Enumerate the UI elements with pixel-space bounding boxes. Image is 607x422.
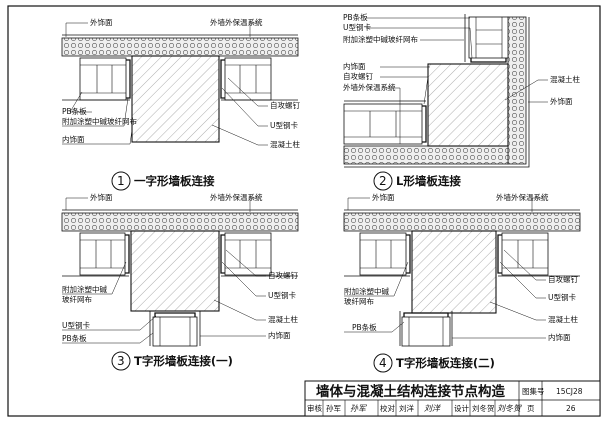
pb-panel-bottom <box>401 316 451 347</box>
pb-panel-right <box>224 232 272 276</box>
diagram-caption: 一字形墙板连接 <box>134 174 215 188</box>
label-exterior-finish: 外饰面 <box>90 17 113 27</box>
label-pb-panel: PB条板 <box>343 12 368 22</box>
diagram-number: 4 <box>379 356 387 370</box>
label-mesh: 附加涂塑中碱玻纤网布 <box>343 34 418 44</box>
label-pb-panel: PB条板 <box>352 322 377 332</box>
review-label: 审核 <box>307 403 322 413</box>
pb-panel-upper <box>468 16 509 59</box>
label-insulation-system: 外墙外保温系统 <box>210 192 263 202</box>
pb-panel-left <box>79 57 127 101</box>
label-interior-finish: 内饰面 <box>268 330 291 340</box>
page-label: 页 <box>527 404 535 413</box>
checker-name: 刘洋 <box>399 403 414 413</box>
insulation-layer <box>61 212 299 232</box>
concrete-column <box>131 55 220 143</box>
diagram-number-circle <box>373 171 393 191</box>
pb-panel-right <box>501 232 549 276</box>
label-mesh-line1: 附加涂塑中碱 <box>62 284 107 294</box>
label-exterior-finish: 外饰面 <box>90 192 113 202</box>
title-block: 墙体与混凝土结构连接节点构造 图集号 15CJ28 页 26 审核 孙军 孙军 … <box>304 380 601 417</box>
diagram-number: 3 <box>117 354 125 368</box>
label-exterior-finish: 外饰面 <box>372 192 395 202</box>
concrete-column <box>427 63 509 147</box>
label-interior-finish: 内饰面 <box>343 61 366 71</box>
label-column: 混凝土柱 <box>270 139 300 149</box>
label-interior-finish: 内饰面 <box>62 134 85 144</box>
label-screw: 自攻螺钉 <box>270 100 300 110</box>
label-pb-panel: PB条板 <box>62 333 87 343</box>
design-label: 设计 <box>454 403 469 413</box>
label-u-clip: U型钢卡 <box>268 290 296 300</box>
label-u-clip: U型钢卡 <box>270 120 298 130</box>
reviewer-signature: 孙军 <box>350 404 368 413</box>
label-column: 混凝土柱 <box>550 74 580 84</box>
title-text: 墙体与混凝土结构连接节点构造 <box>316 383 505 400</box>
concrete-column <box>411 230 497 314</box>
check-label: 校对 <box>380 403 395 413</box>
diagram-4: 外饰面 外墙外保温系统 附加涂塑中碱 玻纤网布 PB条板 自攻螺钉 U型钢卡 混… <box>343 192 581 373</box>
label-u-clip: U型钢卡 <box>548 292 576 302</box>
pb-panel-left <box>343 103 423 145</box>
insulation-vertical <box>507 16 527 165</box>
label-insulation-system: 外墙外保温系统 <box>343 82 396 92</box>
insulation-horizontal <box>343 145 509 165</box>
page-number: 26 <box>566 404 576 413</box>
diagram-2: PB条板 U型钢卡 附加涂塑中碱玻纤网布 内饰面 自攻螺钉 外墙外保温系统 混凝… <box>343 12 580 191</box>
pb-panel-right <box>224 57 272 101</box>
designer-name: 刘冬贺 <box>472 403 495 413</box>
diagram-caption: T字形墙板连接(二) <box>396 356 495 370</box>
label-mesh-line2: 玻纤网布 <box>344 296 374 306</box>
designer-signature: 刘冬贺 <box>497 404 522 413</box>
label-screw: 自攻螺钉 <box>343 71 373 81</box>
checker-signature: 刘洋 <box>424 404 441 413</box>
diagram-number: 1 <box>117 174 125 188</box>
label-mesh: 附加涂塑中碱玻纤网布 <box>62 116 137 126</box>
pb-panel-bottom <box>152 316 198 347</box>
diagram-number-circle <box>111 171 131 191</box>
label-u-clip: U型钢卡 <box>343 22 371 32</box>
pb-panel-left <box>79 232 126 276</box>
label-screw: 自攻螺钉 <box>548 274 578 284</box>
label-column: 混凝土柱 <box>548 314 578 324</box>
diagram-number: 2 <box>379 174 387 188</box>
label-mesh-line2: 玻纤网布 <box>62 294 92 304</box>
insulation-layer <box>61 37 299 57</box>
label-insulation-system: 外墙外保温系统 <box>210 17 263 27</box>
label-mesh-line1: 附加涂塑中碱 <box>344 286 389 296</box>
label-pb-panel: PB条板 <box>62 106 87 116</box>
pb-panel-left <box>359 232 407 276</box>
insulation-layer <box>343 212 581 232</box>
reviewer-name: 孙军 <box>326 403 341 413</box>
diagram-number-circle <box>373 353 393 373</box>
label-insulation-system: 外墙外保温系统 <box>496 192 549 202</box>
atlas-number: 15CJ28 <box>556 387 583 396</box>
label-exterior-finish: 外饰面 <box>550 96 573 106</box>
label-u-clip-left: U型钢卡 <box>62 320 90 330</box>
diagram-number-circle <box>111 351 131 371</box>
diagram-caption: T字形墙板连接(一) <box>134 354 233 368</box>
label-screw: 自攻螺钉 <box>268 270 298 280</box>
concrete-column <box>130 230 220 312</box>
atlas-label: 图集号 <box>522 386 545 396</box>
label-interior-finish: 内饰面 <box>548 332 571 342</box>
diagram-3: 外饰面 外墙外保温系统 附加涂塑中碱 玻纤网布 U型钢卡 PB条板 自攻螺钉 U… <box>61 192 299 371</box>
diagram-caption: L形墙板连接 <box>396 174 461 188</box>
label-column: 混凝土柱 <box>268 314 298 324</box>
sheet-border <box>7 5 601 417</box>
diagram-1: 外饰面 外墙外保温系统 PB条板 附加涂塑中碱玻纤网布 内饰面 自攻螺钉 U型钢… <box>61 17 300 191</box>
